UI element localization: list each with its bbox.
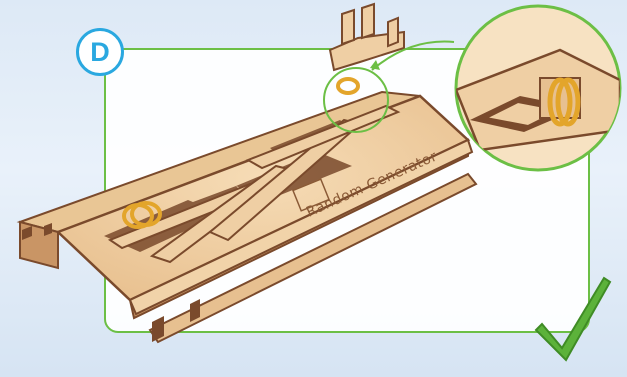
checkmark-icon [536, 278, 610, 360]
zoom-detail [456, 6, 620, 170]
step-badge: D [76, 28, 124, 76]
end-brackets [330, 4, 404, 70]
